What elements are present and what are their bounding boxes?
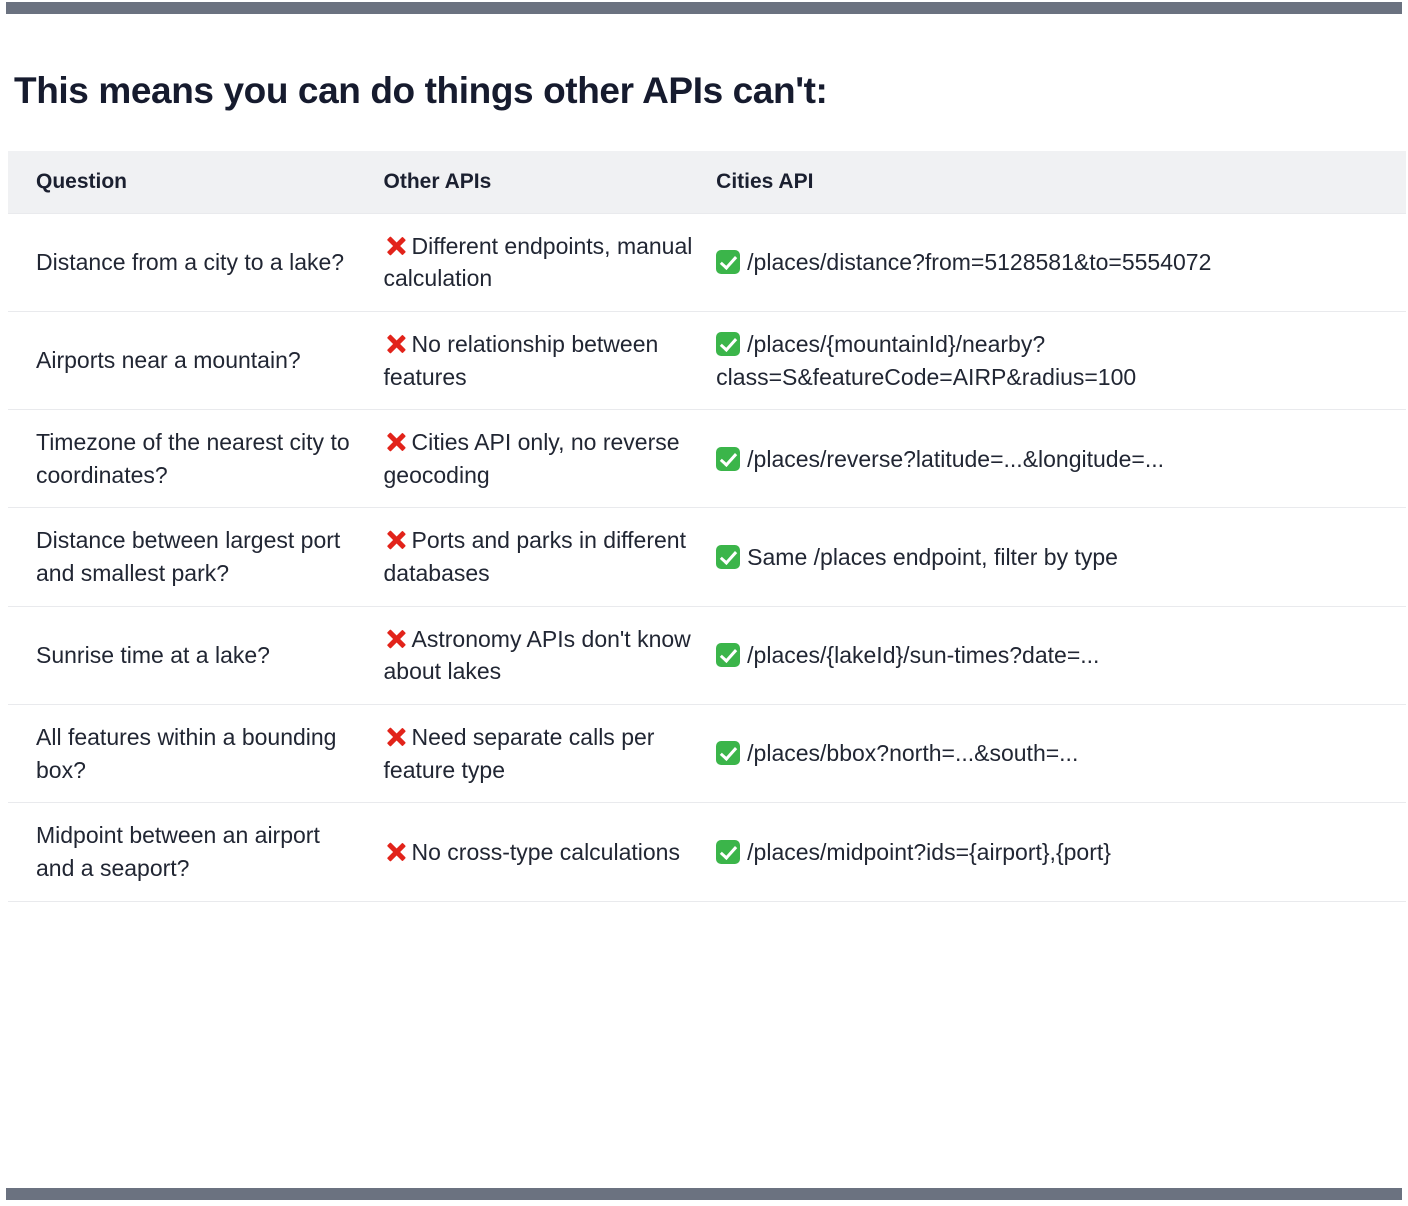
x-mark-icon bbox=[384, 235, 406, 257]
column-header-other-apis: Other APIs bbox=[383, 150, 717, 214]
table-row: Timezone of the nearest city to coordina… bbox=[8, 409, 1406, 509]
other-apis-text: Need separate calls per feature type bbox=[383, 724, 655, 783]
check-mark-icon bbox=[716, 331, 741, 356]
cell-question: Sunrise time at a lake? bbox=[8, 605, 384, 706]
other-apis-text: Cities API only, no reverse geocoding bbox=[383, 429, 680, 488]
cell-cities-api: /places/distance?from=5128581&to=5554072 bbox=[716, 212, 1406, 312]
top-divider-bar bbox=[6, 2, 1402, 14]
table-row: Airports near a mountain?No relationship… bbox=[8, 310, 1406, 411]
check-mark-icon bbox=[716, 741, 741, 766]
x-mark-icon bbox=[384, 841, 406, 863]
other-apis-text: Astronomy APIs don't know about lakes bbox=[383, 625, 691, 685]
cell-other-apis: Astronomy APIs don't know about lakes bbox=[383, 605, 717, 706]
cities-api-text: /places/midpoint?ids={airport},{port} bbox=[747, 838, 1111, 865]
check-mark-icon bbox=[716, 643, 741, 668]
cell-other-apis: Need separate calls per feature type bbox=[383, 704, 717, 804]
cell-question: Timezone of the nearest city to coordina… bbox=[8, 409, 384, 509]
cell-question: Distance from a city to a lake? bbox=[8, 212, 384, 312]
cities-api-text: Same /places endpoint, filter by type bbox=[747, 543, 1118, 570]
other-apis-text: Different endpoints, manual calculation bbox=[383, 232, 693, 292]
cell-cities-api: /places/{lakeId}/sun-times?date=... bbox=[716, 605, 1406, 706]
cell-cities-api: /places/{mountainId}/nearby?class=S&feat… bbox=[716, 310, 1406, 411]
x-mark-icon bbox=[384, 431, 406, 453]
cell-question: Midpoint between an airport and a seapor… bbox=[8, 802, 384, 902]
x-mark-icon bbox=[384, 333, 406, 355]
cell-other-apis: Ports and parks in different databases bbox=[383, 507, 717, 607]
cell-other-apis: Cities API only, no reverse geocoding bbox=[383, 409, 717, 509]
table-row: Distance from a city to a lake?Different… bbox=[8, 212, 1406, 312]
x-mark-icon bbox=[384, 726, 406, 748]
cell-question: Airports near a mountain? bbox=[8, 310, 384, 411]
column-header-cities-api: Cities API bbox=[716, 150, 1406, 214]
cell-other-apis: No relationship between features bbox=[383, 310, 717, 411]
cities-api-text: /places/{mountainId}/nearby?class=S&feat… bbox=[716, 330, 1137, 390]
table-header-row: Question Other APIs Cities API bbox=[8, 150, 1406, 214]
cell-other-apis: No cross-type calculations bbox=[383, 802, 717, 902]
check-mark-icon bbox=[716, 544, 741, 569]
cities-api-text: /places/distance?from=5128581&to=5554072 bbox=[747, 248, 1212, 275]
other-apis-text: Ports and parks in different databases bbox=[383, 527, 686, 587]
cell-other-apis: Different endpoints, manual calculation bbox=[383, 212, 717, 312]
x-mark-icon bbox=[384, 529, 406, 551]
cities-api-text: /places/reverse?latitude=...&longitude=.… bbox=[747, 445, 1164, 472]
table-row: Distance between largest port and smalle… bbox=[8, 507, 1406, 607]
page-content: This means you can do things other APIs … bbox=[0, 14, 1408, 1188]
cell-cities-api: /places/midpoint?ids={airport},{port} bbox=[716, 802, 1406, 902]
cell-cities-api: /places/reverse?latitude=...&longitude=.… bbox=[716, 409, 1406, 509]
other-apis-text: No relationship between features bbox=[383, 330, 659, 390]
table-row: All features within a bounding box?Need … bbox=[8, 704, 1406, 804]
cell-question: Distance between largest port and smalle… bbox=[8, 507, 384, 607]
table-body: Distance from a city to a lake?Different… bbox=[8, 212, 1406, 902]
comparison-table: Question Other APIs Cities API Distance … bbox=[8, 150, 1406, 902]
cell-question: All features within a bounding box? bbox=[8, 704, 384, 804]
bottom-divider-bar bbox=[6, 1188, 1402, 1200]
column-header-question: Question bbox=[8, 150, 384, 214]
x-mark-icon bbox=[384, 628, 406, 650]
other-apis-text: No cross-type calculations bbox=[411, 838, 680, 865]
check-mark-icon bbox=[716, 839, 741, 864]
cities-api-text: /places/{lakeId}/sun-times?date=... bbox=[747, 642, 1100, 669]
cell-cities-api: /places/bbox?north=...&south=... bbox=[716, 704, 1406, 804]
cities-api-text: /places/bbox?north=...&south=... bbox=[747, 740, 1079, 767]
table-row: Midpoint between an airport and a seapor… bbox=[8, 802, 1406, 902]
table-row: Sunrise time at a lake?Astronomy APIs do… bbox=[8, 605, 1406, 706]
cell-cities-api: Same /places endpoint, filter by type bbox=[716, 507, 1406, 607]
check-mark-icon bbox=[716, 446, 741, 471]
page-title: This means you can do things other APIs … bbox=[14, 70, 828, 111]
check-mark-icon bbox=[716, 249, 741, 274]
